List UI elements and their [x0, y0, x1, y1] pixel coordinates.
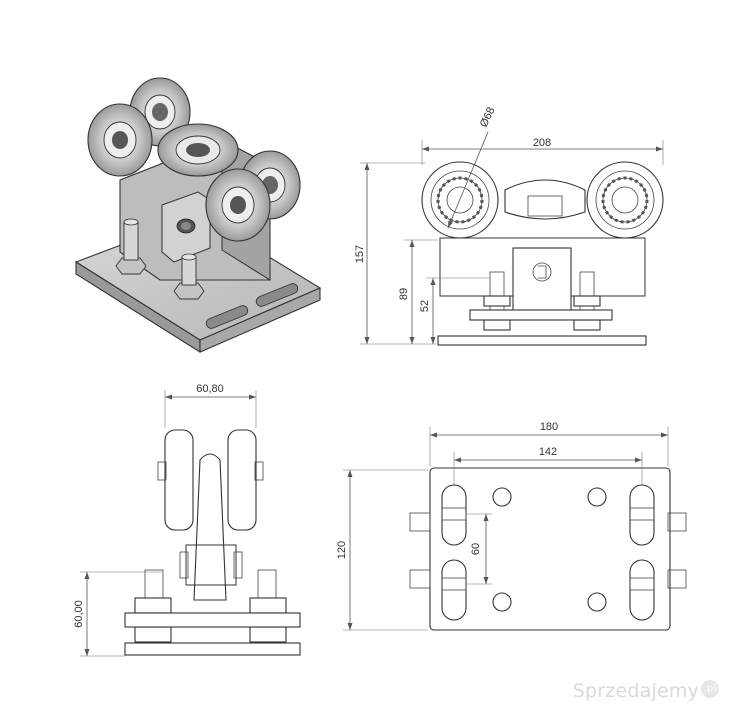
- side-wheel-right: [586, 161, 664, 239]
- dim-top-height: 120: [336, 541, 348, 559]
- bolt-left: [115, 218, 147, 275]
- top-view: 180 142 120 60: [336, 421, 687, 631]
- side-view: 208 Ø68 157 89 52: [354, 105, 664, 346]
- dim-top-hole-span: 142: [539, 446, 557, 458]
- dim-side-width: 208: [533, 137, 551, 149]
- watermark-tld: .pl: [701, 680, 719, 698]
- dim-side-mid-height: 89: [398, 288, 410, 300]
- dim-side-height: 157: [354, 245, 366, 263]
- bolt-right: [173, 253, 205, 300]
- watermark-text: Sprzedajemy: [572, 680, 699, 702]
- dim-top-width: 180: [540, 421, 558, 433]
- dim-front-height: 60,00: [73, 600, 85, 628]
- dim-side-low-height: 52: [419, 300, 431, 312]
- dim-diameter: Ø68: [478, 105, 498, 129]
- front-view: 60,80 60,00: [73, 383, 301, 657]
- isometric-view: [74, 77, 322, 353]
- watermark: Sprzedajemy.pl: [573, 680, 719, 702]
- dim-top-hole-pitch: 60: [470, 543, 482, 555]
- dim-front-width: 60,80: [196, 383, 224, 395]
